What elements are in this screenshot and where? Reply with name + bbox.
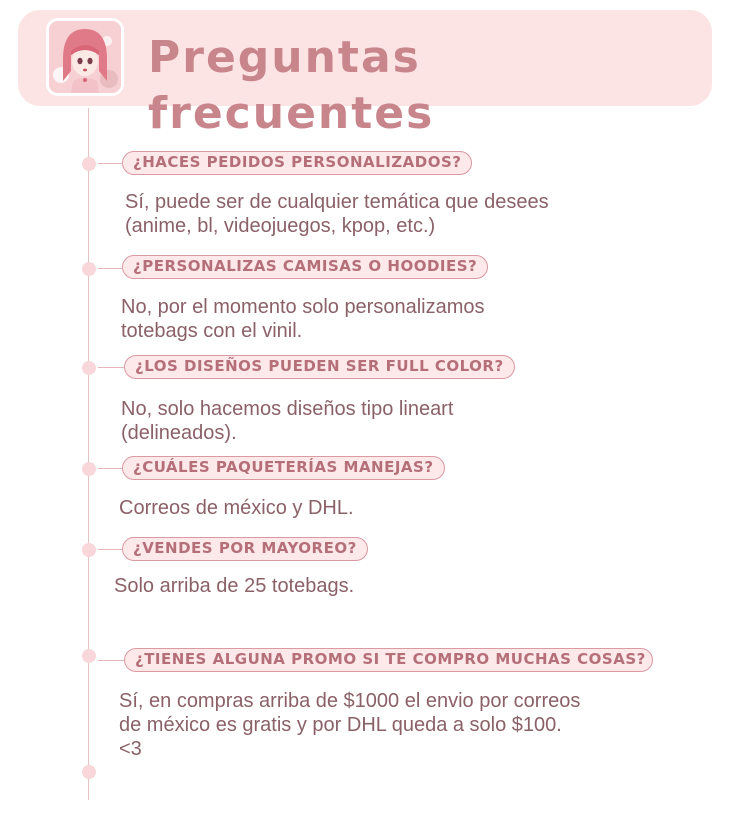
faq-question-1: ¿HACES PEDIDOS PERSONALIZADOS? (122, 151, 473, 175)
timeline-end-dot (82, 765, 96, 779)
timeline-connector (98, 163, 122, 164)
faq-answer-6: Sí, en compras arriba de $1000 el envio … (119, 690, 581, 760)
timeline-dot (82, 462, 96, 476)
timeline-dot (82, 157, 96, 171)
faq-answer-2: No, por el momento solo personalizamos t… (121, 296, 485, 342)
faq-header: Preguntas frecuentes (18, 10, 712, 139)
timeline-connector (98, 549, 122, 550)
faq-question-3: ¿LOS DISEÑOS PUEDEN SER FULL COLOR? (124, 355, 515, 379)
timeline-connector (98, 468, 122, 469)
timeline-dot (82, 361, 96, 375)
faq-question-5: ¿VENDES POR MAYOREO? (122, 537, 368, 561)
timeline-dot (82, 543, 96, 557)
timeline-connector (98, 268, 122, 269)
faq-question-6: ¿TIENES ALGUNA PROMO SI TE COMPRO MUCHAS… (124, 648, 653, 672)
faq-question-2: ¿PERSONALIZAS CAMISAS O HOODIES? (122, 255, 489, 279)
timeline-connector (98, 660, 124, 661)
anime-girl-avatar-icon (46, 18, 124, 96)
timeline-connector (98, 367, 124, 368)
faq-answer-1: Sí, puede ser de cualquier temática que … (125, 191, 549, 237)
faq-answer-4: Correos de méxico y DHL. (119, 497, 354, 519)
faq-answer-3: No, solo hacemos diseños tipo lineart (d… (121, 398, 454, 444)
faq-answer-5: Solo arriba de 25 totebags. (114, 575, 355, 597)
timeline-dot (82, 262, 96, 276)
page-title: Preguntas frecuentes (148, 32, 435, 139)
faq-question-4: ¿CUÁLES PAQUETERÍAS MANEJAS? (122, 456, 445, 480)
timeline-line (88, 108, 89, 800)
timeline-dot (82, 649, 96, 663)
